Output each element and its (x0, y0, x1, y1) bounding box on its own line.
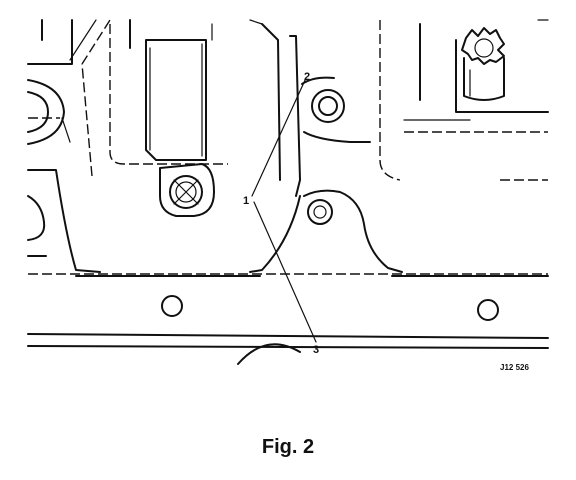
callout-2: 2 (304, 71, 310, 83)
boss-right-wall (249, 19, 301, 197)
left-hex-nut (27, 79, 65, 145)
sensor-body (109, 19, 228, 165)
lower-right-lug (249, 189, 403, 273)
top-left-casting (27, 19, 73, 143)
top-right-stud (461, 27, 505, 101)
upper-right-lug (301, 76, 371, 143)
upper-right-casting (379, 20, 549, 181)
sensor-bolt (159, 163, 215, 217)
left-flange (27, 169, 101, 273)
callout-1: 1 (243, 195, 249, 207)
flange-face (27, 273, 549, 365)
right-edge (500, 19, 549, 181)
leader-lines (251, 77, 317, 343)
drawing-reference: J12 526 (500, 363, 529, 372)
central-boss (69, 19, 111, 177)
callout-3: 3 (313, 344, 319, 356)
figure-caption: Fig. 2 (261, 436, 315, 458)
